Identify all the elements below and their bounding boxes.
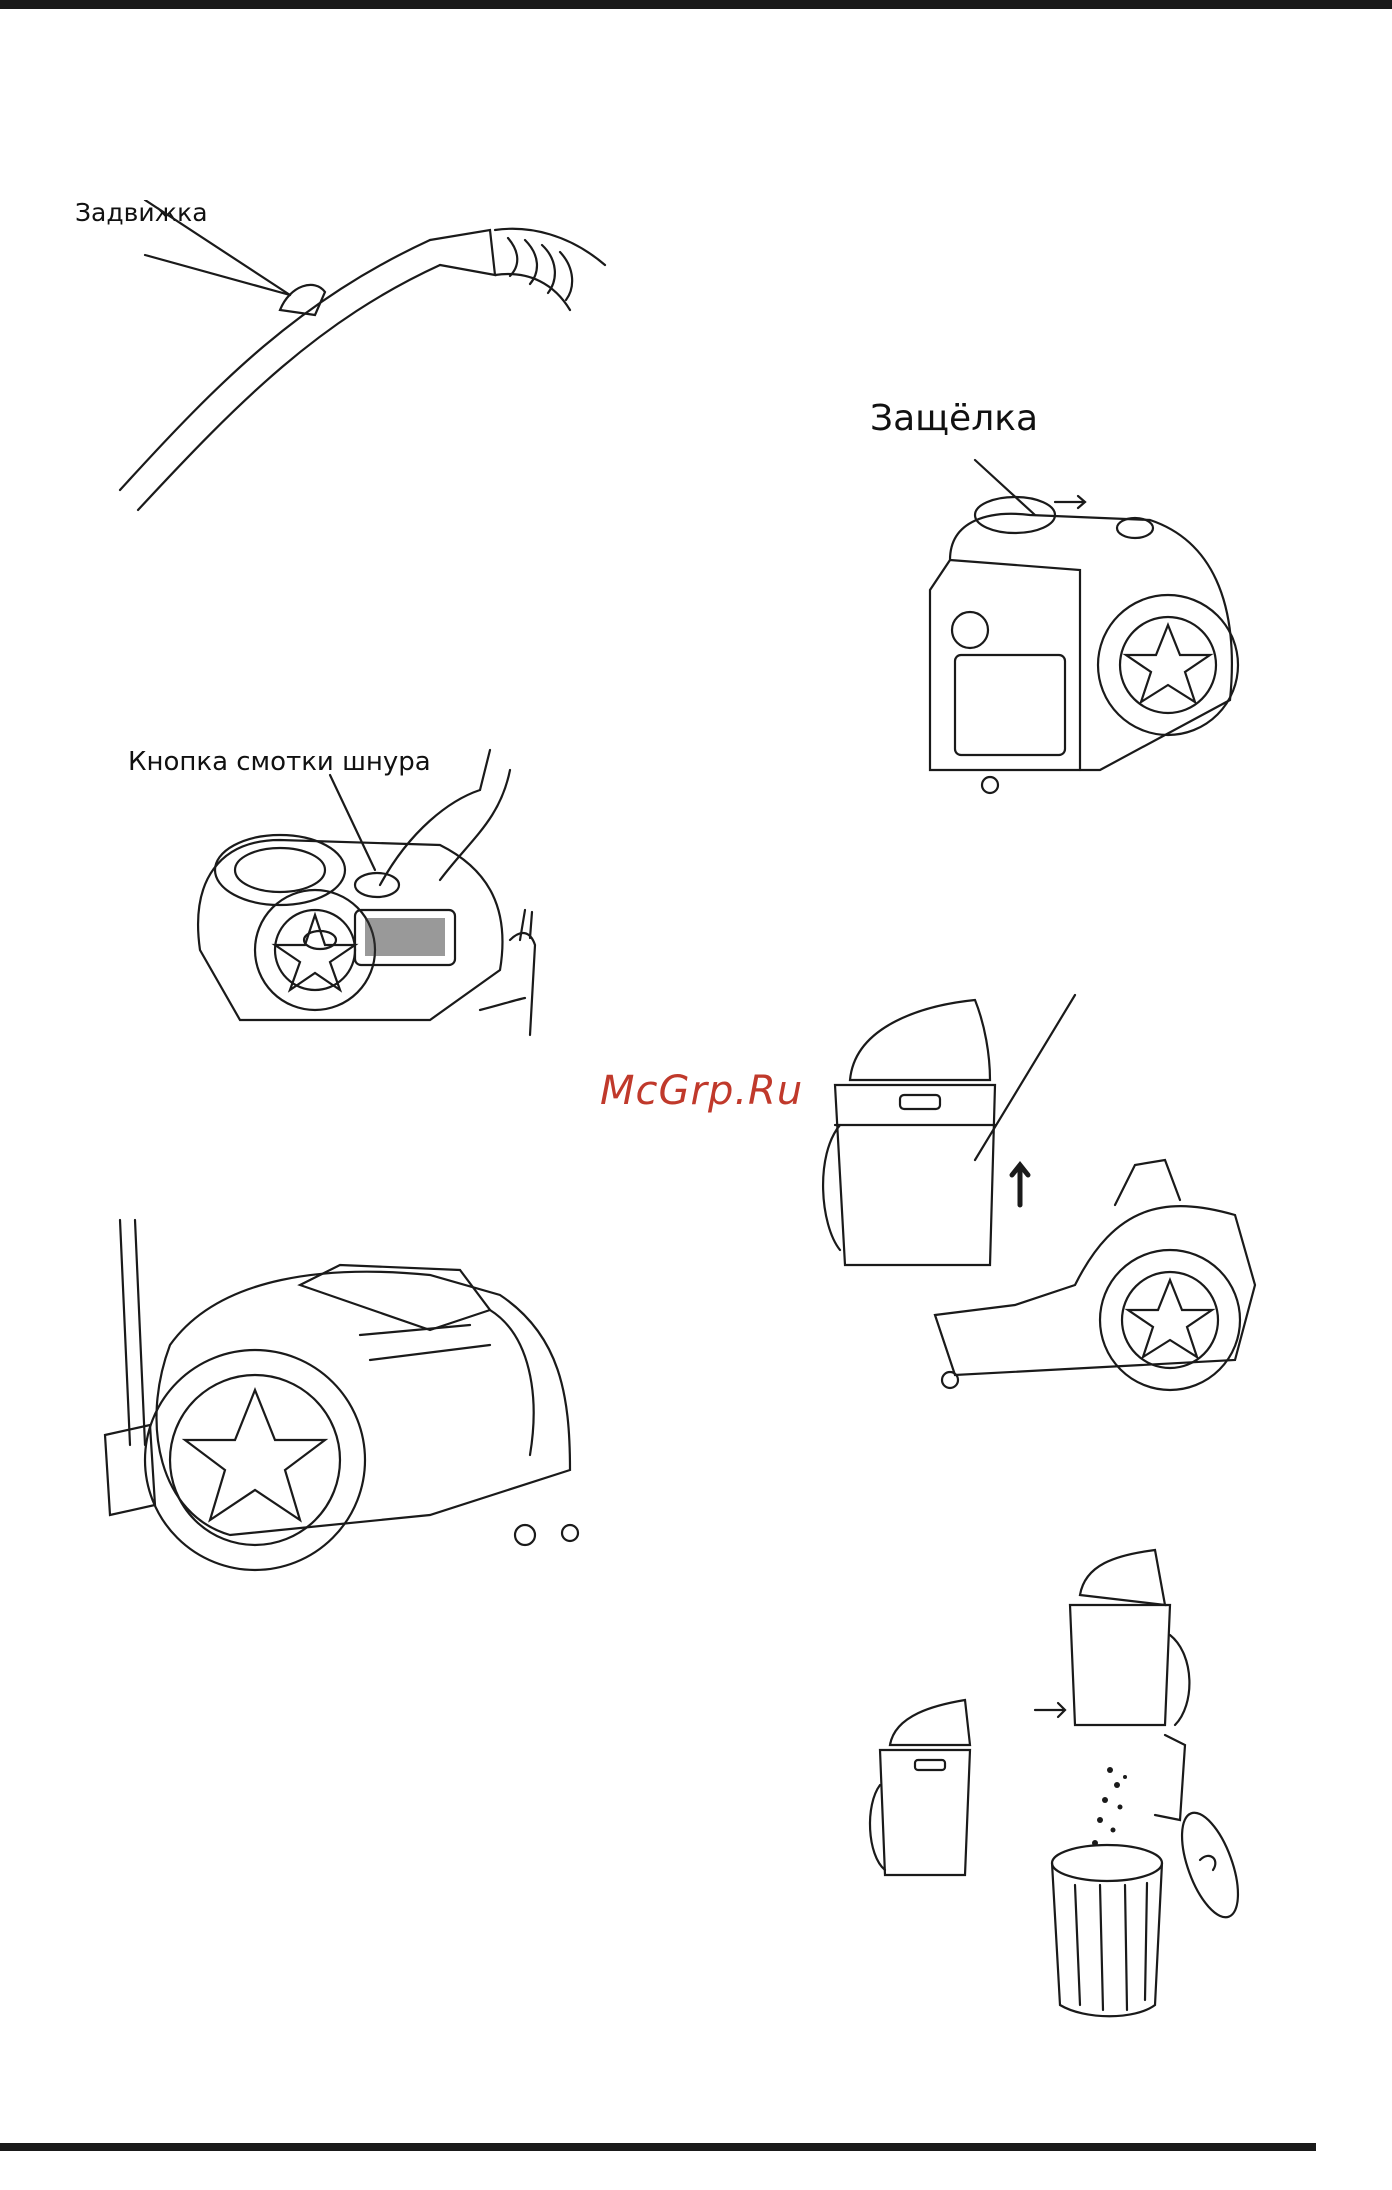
bottom-rule: [0, 2143, 1316, 2151]
parked-vacuum-illustration: [70, 1215, 610, 1575]
latch-label: Защёлка: [870, 398, 1038, 439]
container-emptying-illustration: [855, 1545, 1255, 2025]
container-removal-illustration: [815, 985, 1265, 1405]
watermark: McGrp.Ru: [600, 1068, 803, 1114]
cord-rewind-illustration: [180, 730, 560, 1090]
top-rule: [0, 0, 1392, 9]
latch-illustration: [910, 440, 1250, 820]
hose-handle-illustration: [100, 200, 620, 530]
